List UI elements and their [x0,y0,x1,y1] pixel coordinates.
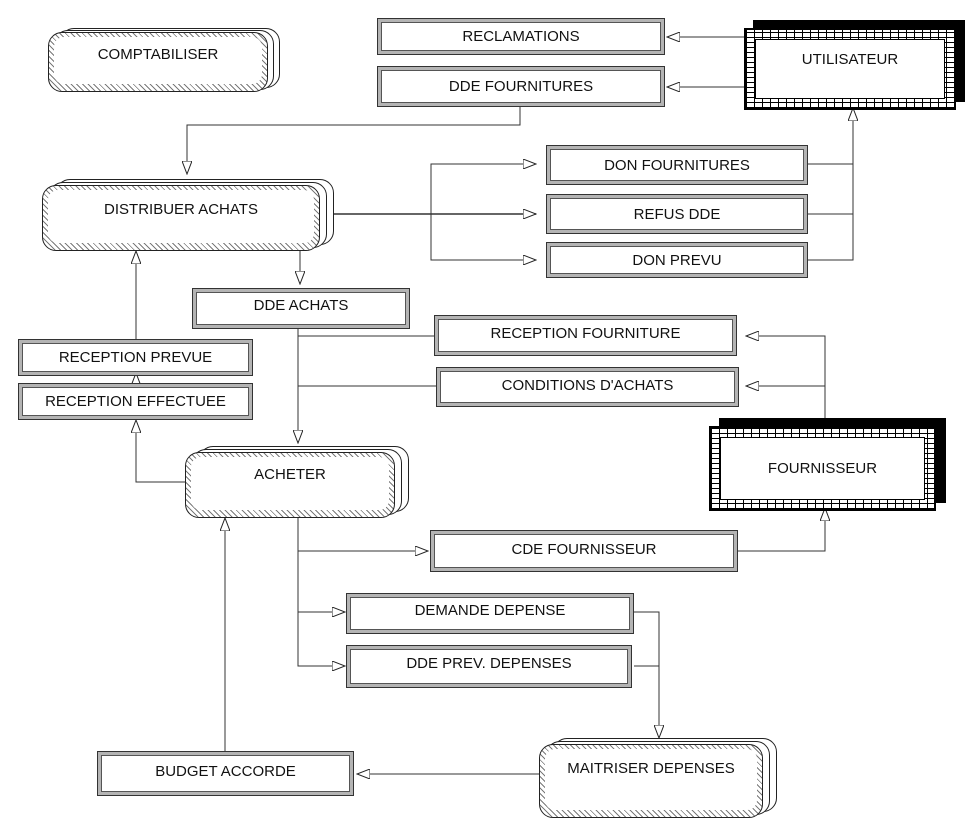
flow-label: CDE FOURNISSEUR [511,540,657,558]
flow-refus-dde[interactable]: REFUS DDE [546,194,808,234]
flow-label: RECEPTION PREVUE [58,349,213,366]
flow-label: BUDGET ACCORDE [155,762,296,780]
actor-label: UTILISATEUR [801,50,899,68]
flow-label: DON PREVU [632,251,722,269]
flow-label: DEMANDE DEPENSE [414,601,566,619]
flow-reclamations[interactable]: RECLAMATIONS [377,18,665,55]
process-label: ACHETER [254,465,326,483]
flow-label: RECEPTION FOURNITURE [490,324,681,342]
flow-label: REFUS DDE [633,205,721,223]
process-label: DISTRIBUER ACHATS [104,200,258,218]
wire-distribuer-don-fournitures [430,164,536,214]
wire-flows-utilisateur [808,108,853,261]
flow-label: RECLAMATIONS [462,28,580,45]
flow-label: CONDITIONS D'ACHATS [501,376,674,394]
flow-reception-effectuee[interactable]: RECEPTION EFFECTUEE [18,383,253,420]
wire-depenses-maitriser [634,611,659,738]
flow-label: DON FOURNITURES [604,156,750,174]
process-acheter[interactable]: ACHETER [185,446,409,518]
process-label: MAITRISER DEPENSES [567,759,735,777]
actor-label: FOURNISSEUR [767,460,878,477]
wire-acheter-cde-fournisseur [297,518,428,551]
flow-reception-fourniture[interactable]: RECEPTION FOURNITURE [434,315,737,356]
flow-label: DDE PREV. DEPENSES [406,654,572,672]
flow-label: DDE ACHATS [253,296,349,314]
wire-cde-fournisseur-fournisseur [738,508,825,552]
process-label: COMPTABILISER [97,45,219,63]
wire-distribuer-don-prevu [430,214,536,260]
flow-budget-accorde[interactable]: BUDGET ACCORDE [97,751,354,796]
wire-acheter-demande-depense [297,551,345,612]
actor-utilisateur[interactable]: UTILISATEUR [744,20,965,110]
flow-don-prevu[interactable]: DON PREVU [546,242,808,278]
flow-dde-prev-depenses[interactable]: DDE PREV. DEPENSES [346,645,632,688]
wire-fournisseur-reception [746,336,826,418]
flow-cde-fournisseur[interactable]: CDE FOURNISSEUR [430,530,738,572]
flow-label: RECEPTION EFFECTUEE [45,393,226,410]
flow-dde-achats[interactable]: DDE ACHATS [192,288,410,329]
flow-demande-depense[interactable]: DEMANDE DEPENSE [346,593,634,634]
wire-acheter-dde-prev [297,612,345,666]
actor-fournisseur[interactable]: FOURNISSEUR [709,418,946,511]
wire-acheter-reception-effectuee [136,420,185,483]
flow-dde-fournitures[interactable]: DDE FOURNITURES [377,66,665,107]
flow-label: DDE FOURNITURES [448,78,594,95]
process-maitriser-depenses[interactable]: MAITRISER DEPENSES [539,738,777,818]
wire-dde-fournitures-distribuer [187,107,521,174]
flow-conditions-achats[interactable]: CONDITIONS D'ACHATS [436,367,739,407]
flow-reception-prevue[interactable]: RECEPTION PREVUE [18,339,253,376]
process-comptabiliser[interactable]: COMPTABILISER [48,28,280,94]
process-distribuer-achats[interactable]: DISTRIBUER ACHATS [42,179,334,251]
flow-don-fournitures[interactable]: DON FOURNITURES [546,145,808,185]
